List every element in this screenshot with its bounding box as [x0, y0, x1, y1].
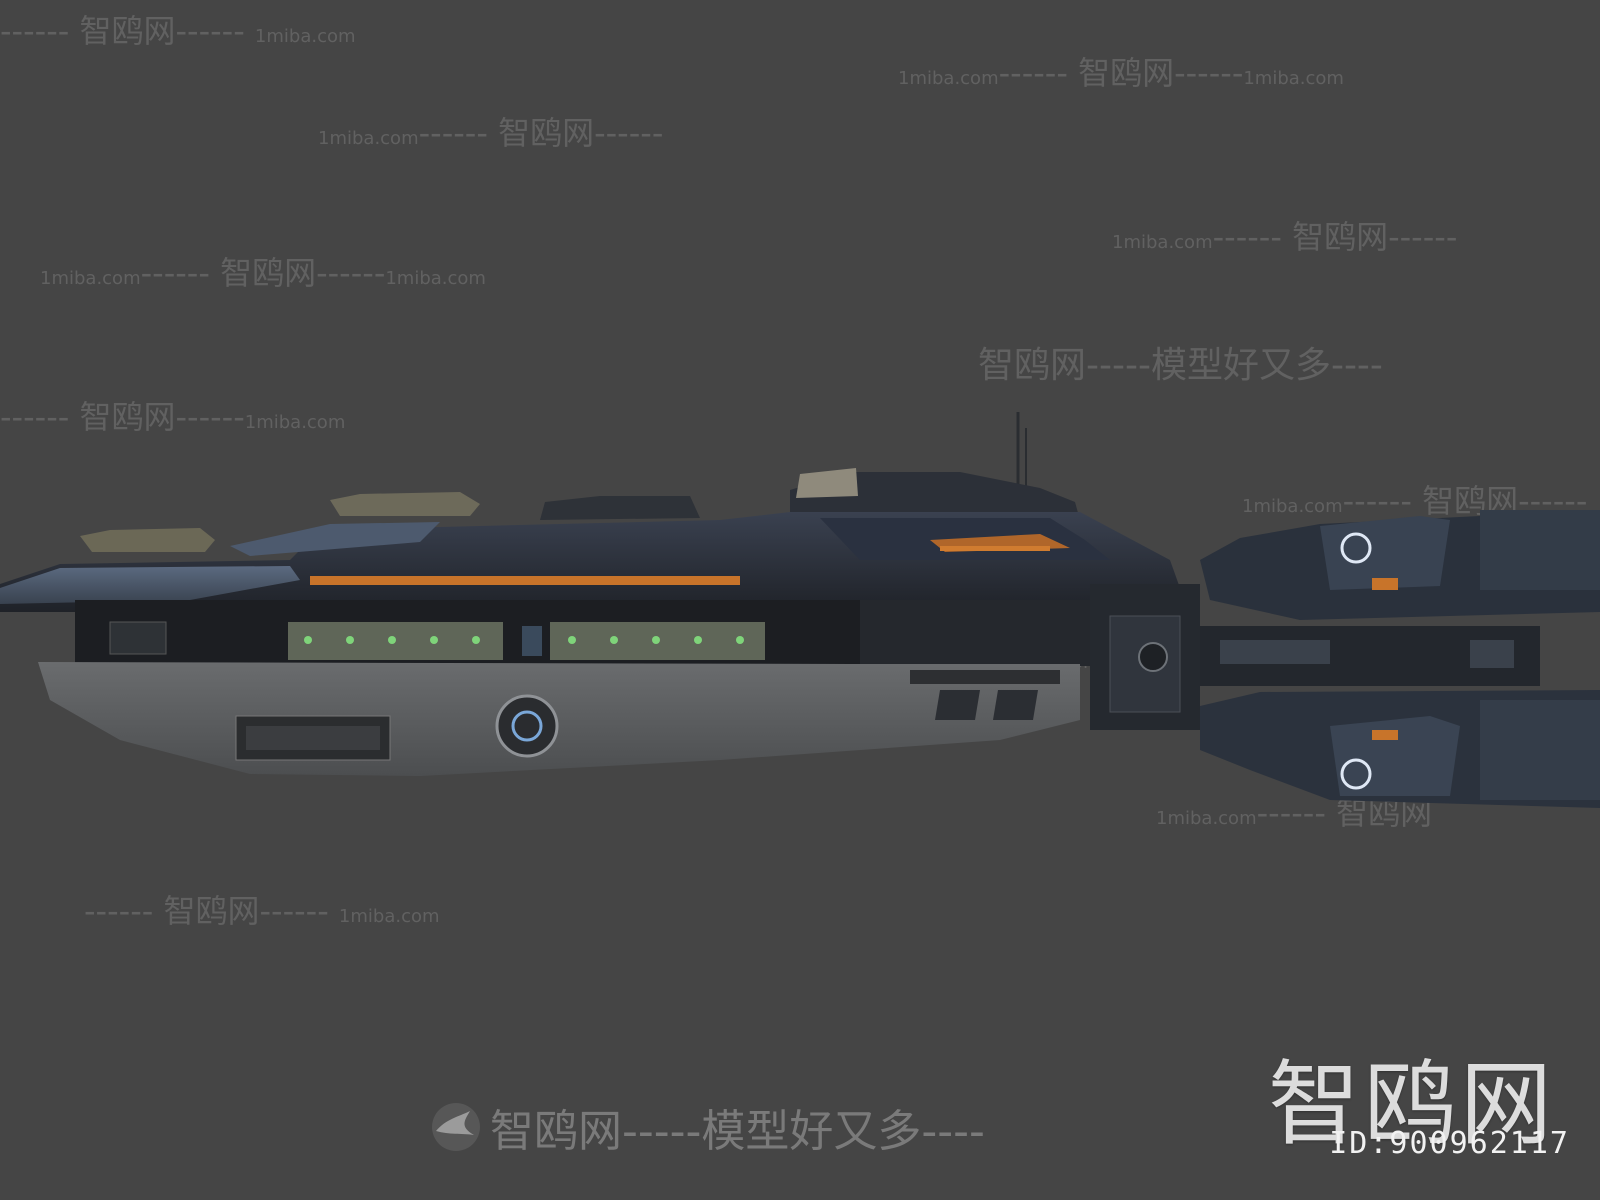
watermark-row: 1miba.com------ 智鸥网------1miba.com: [40, 254, 486, 292]
engine-nacelle-lower: [1200, 690, 1600, 808]
engine-nacelle-upper: [1200, 510, 1600, 620]
bottom-slogan-text: 智鸥网-----模型好又多----: [490, 1106, 985, 1157]
bird-logo-icon: [432, 1103, 480, 1151]
brand-logo-text: 智鸥网: [1267, 1051, 1556, 1158]
superstructure: [80, 468, 1080, 552]
watermark-row: ------ 智鸥网------ 1miba.com: [0, 12, 356, 50]
lower-hull: [38, 662, 1080, 776]
antenna: [1016, 412, 1027, 490]
watermark-row: ------ 智鸥网------1miba.com: [0, 398, 346, 436]
watermark-row: 1miba.com------ 智鸥网------1miba.com: [898, 54, 1344, 92]
bottom-watermark: 智鸥网-----模型好又多----: [430, 1095, 985, 1159]
connector-block: [1090, 584, 1200, 730]
missile-pods: [288, 622, 765, 660]
mid-band: [75, 600, 1195, 666]
engine-nacelle-mid: [1200, 626, 1540, 686]
watermark-row: ------ 智鸥网------ 1miba.com: [84, 892, 440, 930]
upper-hull: [0, 512, 1180, 612]
watermark-row: 1miba.com------ 智鸥网------: [1112, 218, 1458, 256]
watermark-slogan: 智鸥网-----模型好又多----: [978, 345, 1383, 386]
watermark-row: 1miba.com------ 智鸥网------: [318, 114, 664, 152]
image-id-label: ID:900962117: [1329, 1126, 1570, 1161]
